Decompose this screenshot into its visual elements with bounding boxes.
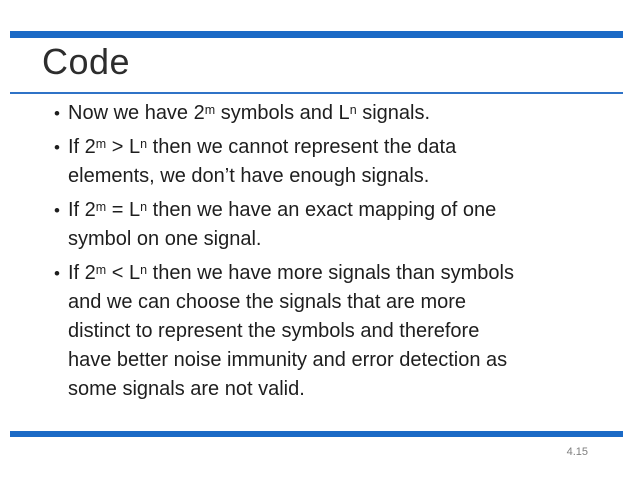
- bullet-item: • If 2m < Ln then we have more signals th…: [54, 259, 599, 404]
- bullet-item: • Now we have 2m symbols and Ln signals.: [54, 99, 599, 128]
- top-accent-bar: [10, 31, 623, 38]
- bullet-marker: •: [54, 138, 60, 157]
- bullet-item: • If 2m > Ln then we cannot represent the…: [54, 133, 599, 191]
- bullet-text: If 2m = Ln then we have an exact mapping…: [68, 199, 497, 250]
- bullet-marker: •: [54, 201, 60, 220]
- slide-body: •Now we have 2m symbols and Ln signals.•…: [54, 99, 599, 409]
- bullet-text: Now we have 2m symbols and Ln signals.: [68, 102, 431, 124]
- bullet-text: If 2m > Ln then we cannot represent the …: [68, 136, 457, 187]
- bullet-marker: •: [54, 264, 60, 283]
- bottom-accent-bar: [10, 431, 623, 437]
- bullet-marker: •: [54, 104, 60, 123]
- slide-title: Code: [42, 41, 131, 82]
- bullet-item: • If 2m = Ln then we have an exact mappin…: [54, 196, 599, 254]
- title-underline: [10, 92, 623, 94]
- page-number: 4.15: [566, 446, 588, 458]
- bullet-text: If 2m < Ln then we have more signals tha…: [68, 262, 514, 400]
- bullet-list: •Now we have 2m symbols and Ln signals.•…: [54, 99, 599, 404]
